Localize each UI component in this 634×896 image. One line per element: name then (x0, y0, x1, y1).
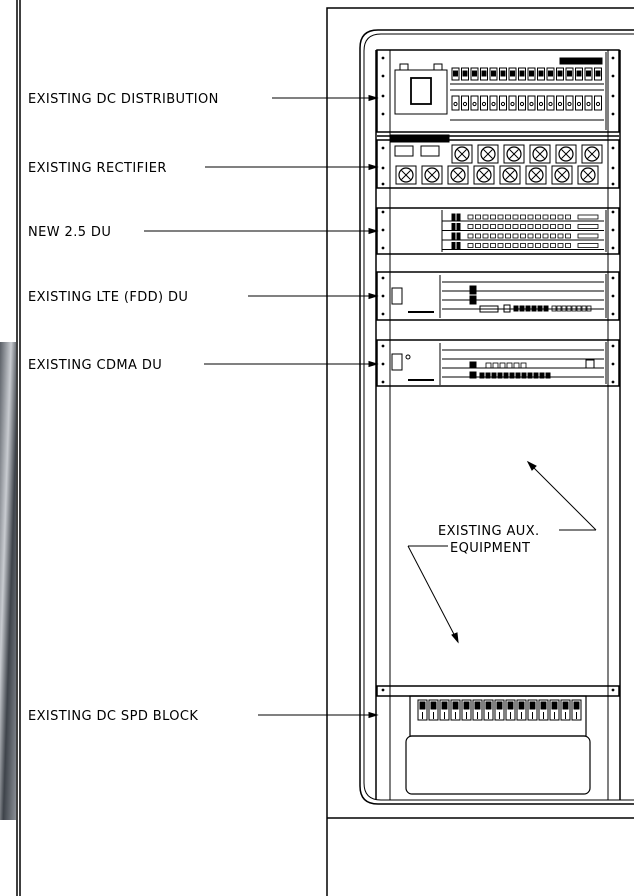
new-du-shelf (376, 207, 620, 255)
rectifier-shelf (376, 134, 620, 189)
label-spd-block: EXISTING DC SPD BLOCK (28, 709, 198, 724)
label-rectifier: EXISTING RECTIFIER (28, 161, 167, 176)
cabinet-outline (326, 7, 634, 896)
label-aux-line2: EQUIPMENT (450, 541, 530, 556)
lte-du-shelf (376, 271, 620, 321)
spd-block (376, 685, 620, 795)
label-cdma-du: EXISTING CDMA DU (28, 358, 162, 373)
label-dc-distribution: EXISTING DC DISTRIBUTION (28, 92, 219, 107)
cdma-du-shelf (376, 339, 620, 387)
label-aux-line1: EXISTING AUX. (438, 524, 540, 539)
label-lte-du: EXISTING LTE (FDD) DU (28, 290, 188, 305)
label-new-du: NEW 2.5 DU (28, 225, 111, 240)
rack-mounting-holes (381, 56, 615, 692)
sheet-border (16, 0, 21, 896)
photo-fragment (0, 342, 16, 820)
dc-distribution-panel (376, 49, 620, 137)
callout-labels: EXISTING DC DISTRIBUTION EXISTING RECTIF… (28, 92, 540, 724)
leader-lines (144, 94, 597, 719)
